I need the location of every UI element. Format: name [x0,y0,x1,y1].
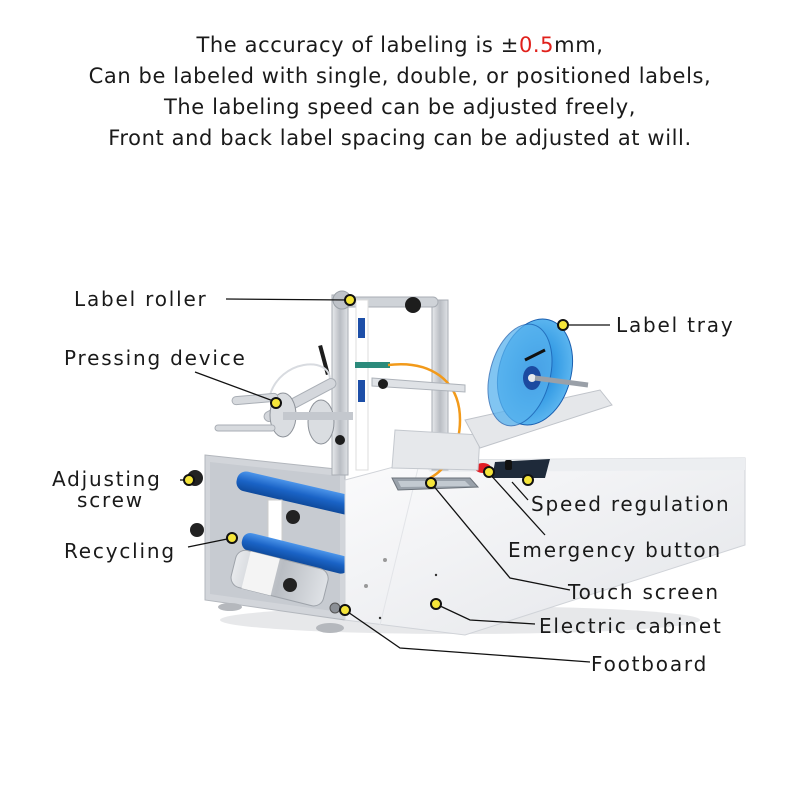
marker-speed-regulation [522,474,534,486]
label-tray-label: Label tray [616,313,735,337]
electric-cabinet-label: Electric cabinet [539,614,723,638]
pressing-device [214,363,353,445]
accuracy-value: 0.5 [518,33,555,57]
accuracy-line: The accuracy of labeling is ±0.5mm, [0,30,800,61]
marker-pressing-device [270,397,282,409]
marker-touch-screen [425,477,437,489]
adjusting-screw-label-line1: Adjusting [52,467,162,491]
leader-lines [180,298,610,663]
footboard-label: Footboard [591,652,709,676]
speed-regulation-label: Speed regulation [531,492,731,516]
label-frame [318,290,481,480]
recycling-label: Recycling [64,539,176,563]
marker-label-tray [557,319,569,331]
feature-description: The accuracy of labeling is ±0.5mm, Can … [0,30,800,154]
marker-adjusting-screw [183,474,195,486]
marker-emergency-button [483,466,495,478]
callout-markers [183,294,569,616]
marker-electric-cabinet [430,598,442,610]
marker-label-roller [344,294,356,306]
marker-footboard [339,604,351,616]
touch-screen-label: Touch screen [568,580,720,604]
speed-knob [505,460,512,470]
emergency-button-label: Emergency button [508,538,722,562]
roller-housing [187,454,369,633]
speed-line: The labeling speed can be adjusted freel… [163,95,637,119]
label-tray-disk [464,318,613,449]
pressing-device-label: Pressing device [64,346,247,370]
label-types-line: Can be labeled with single, double, or p… [88,64,712,88]
adjusting-screw-label-line2: screw [77,488,144,512]
marker-recycling [226,532,238,544]
accuracy-unit: mm, [554,33,604,57]
spacing-line: Front and back label spacing can be adju… [108,126,692,150]
label-roller-label: Label roller [74,287,208,311]
accuracy-text: The accuracy of labeling is ± [196,33,519,57]
